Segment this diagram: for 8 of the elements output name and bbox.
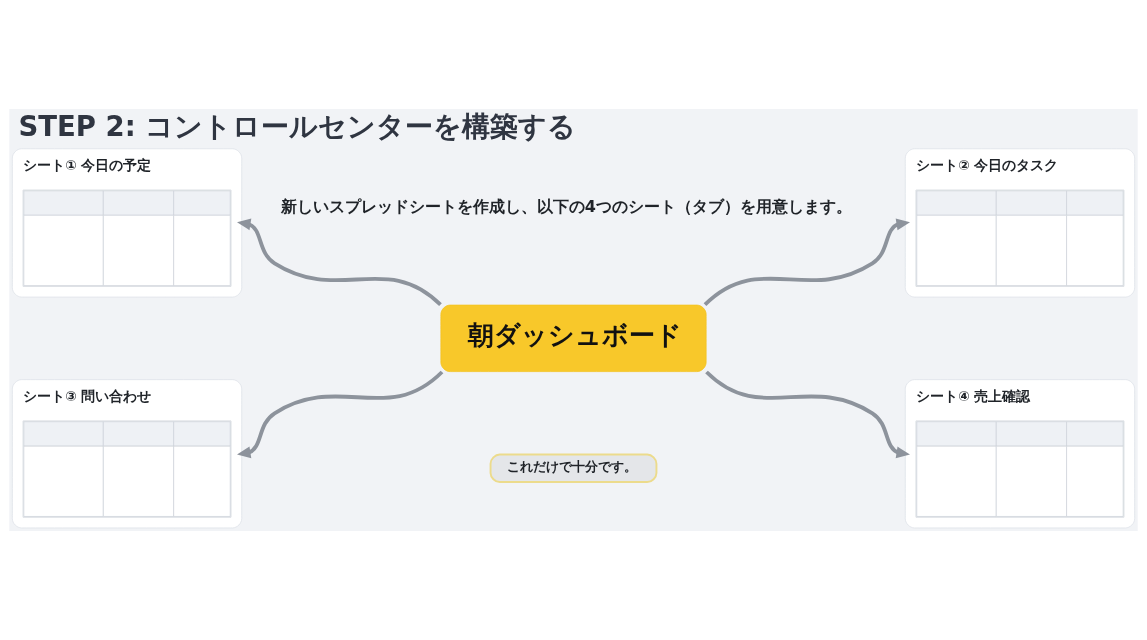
node-box: これだけで十分です。 — [489, 453, 658, 484]
arrow — [703, 218, 910, 307]
label: 新しいスプレッドシートを作成し、以下の4つのシート（タブ）を用意します。 — [280, 196, 852, 216]
node-box: 朝ダッシュボード — [440, 304, 707, 372]
diagram-title: STEP 2: コントロールセンターを構築する — [18, 110, 577, 143]
arrow — [705, 370, 910, 459]
arrow — [237, 370, 444, 459]
arrow — [237, 218, 442, 307]
